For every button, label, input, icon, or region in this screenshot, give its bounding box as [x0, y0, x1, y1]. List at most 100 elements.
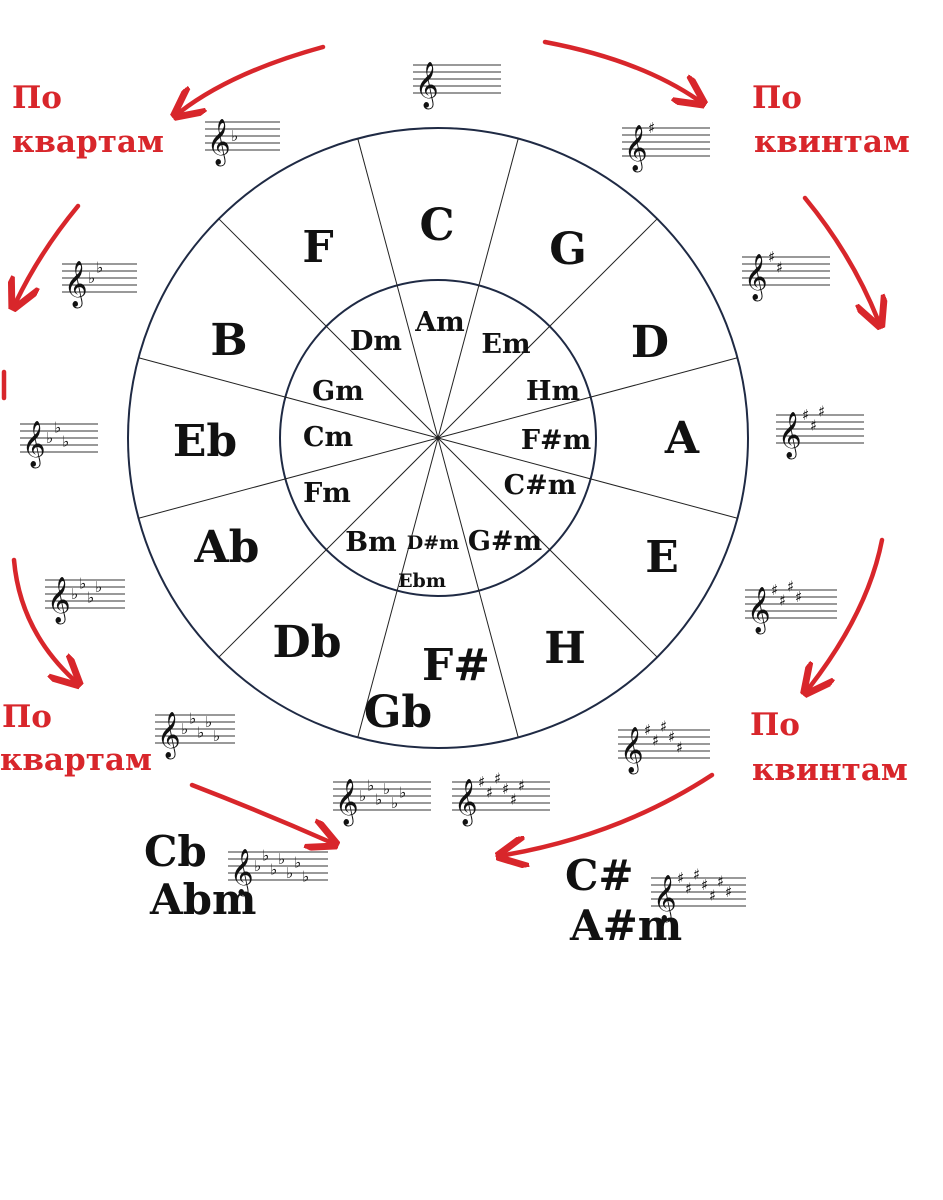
major-key-d-flat: Db — [273, 617, 342, 668]
sector-divider-line — [437, 437, 519, 738]
extra-key-c-sharp: C# — [565, 851, 634, 900]
treble-clef-icon: 𝄞 — [335, 779, 359, 827]
direction-fourths-top-line1: По — [12, 80, 62, 116]
major-key-a: A — [664, 413, 700, 464]
flat-icon: ♭ — [399, 784, 406, 802]
inner-circle — [279, 279, 597, 597]
staff-f-major: 𝄞♭ — [205, 119, 280, 167]
flat-icon: ♭ — [375, 791, 382, 809]
major-key-a-flat: Ab — [194, 522, 260, 573]
outer-circle — [127, 127, 749, 749]
sector-divider-line — [437, 437, 738, 519]
flat-icon: ♭ — [231, 127, 238, 145]
staff-b-major: 𝄞♭♭ — [62, 259, 137, 309]
sharp-icon: ♯ — [676, 739, 683, 757]
flat-icon: ♭ — [96, 259, 103, 277]
arrow-fourths-left-2 — [11, 557, 74, 680]
minor-key-g-sharp-m: G#m — [468, 526, 542, 557]
flat-icon: ♭ — [286, 864, 293, 882]
treble-clef-icon: 𝄞 — [157, 712, 181, 760]
flat-icon: ♭ — [359, 787, 366, 805]
minor-key-dm: Dm — [350, 326, 402, 357]
staff-c-flat-major: 𝄞♭♭♭♭♭♭♭ — [228, 847, 328, 897]
staff-c-major: 𝄞 — [413, 62, 501, 110]
staff-d-flat-major: 𝄞♭♭♭♭♭ — [155, 710, 235, 760]
arrow-fifths-bottom — [505, 772, 715, 855]
sharp-icon: ♯ — [725, 883, 732, 901]
flat-icon: ♭ — [87, 589, 94, 607]
treble-clef-icon: 𝄞 — [230, 849, 254, 897]
flat-icon: ♭ — [197, 724, 204, 742]
major-key-b: B — [210, 315, 247, 366]
sharp-icon: ♯ — [810, 417, 817, 435]
extra-key-a-flat-m: Abm — [149, 875, 256, 924]
sharp-icon: ♯ — [644, 721, 651, 739]
major-key-g-flat: Gb — [364, 687, 432, 738]
treble-clef-icon: 𝄞 — [207, 119, 231, 167]
sharp-icon: ♯ — [693, 866, 700, 884]
minor-key-am: Am — [414, 307, 465, 338]
staff-h-major: 𝄞♯♯♯♯♯ — [618, 718, 710, 775]
sharp-icon: ♯ — [502, 780, 509, 798]
flat-icon: ♭ — [62, 433, 69, 451]
direction-fourths-bottom-line2: квартам — [0, 742, 152, 778]
flat-icon: ♭ — [205, 713, 212, 731]
sector-divider-line — [218, 218, 439, 439]
sharp-icon: ♯ — [494, 770, 501, 788]
flat-icon: ♭ — [270, 861, 277, 879]
minor-key-c-sharp-m: C#m — [504, 470, 577, 501]
sector-divider-line — [218, 437, 439, 658]
staff-a-major: 𝄞♯♯♯ — [776, 403, 864, 460]
treble-clef-icon: 𝄞 — [64, 261, 88, 309]
flat-icon: ♭ — [383, 780, 390, 798]
sector-divider-line — [437, 437, 658, 658]
direction-fifths-top-line1: По — [752, 80, 802, 116]
minor-key-fm: Fm — [303, 478, 351, 509]
sector-divider-line — [437, 218, 658, 439]
major-key-e: E — [645, 532, 679, 583]
sharp-icon: ♯ — [510, 791, 517, 809]
sharp-icon: ♯ — [787, 578, 794, 596]
direction-fourths-top-line2: квартам — [12, 124, 164, 160]
treble-clef-icon: 𝄞 — [454, 779, 478, 827]
staff-d-major: 𝄞♯♯ — [742, 248, 830, 302]
treble-clef-icon: 𝄞 — [47, 577, 71, 625]
staff-g-major: 𝄞♯ — [622, 119, 710, 173]
sharp-icon: ♯ — [768, 248, 775, 266]
treble-clef-icon: 𝄞 — [747, 587, 771, 635]
minor-key-e-flat-m: Ebm — [398, 570, 446, 592]
minor-key-bm: Bm — [345, 527, 396, 558]
arrows — [1, 39, 882, 855]
minor-key-em: Em — [481, 329, 530, 360]
extra-key-c-flat: Cb — [144, 827, 207, 876]
staff-e-flat-major: 𝄞♭♭♭ — [20, 419, 98, 469]
sharp-icon: ♯ — [771, 581, 778, 599]
major-key-f: F — [302, 222, 333, 273]
major-key-f-sharp: F# — [422, 640, 490, 691]
flat-icon: ♭ — [189, 710, 196, 728]
major-key-d: D — [631, 317, 669, 368]
direction-fifths-bottom-line1: По — [750, 707, 800, 743]
arrow-fifths-right-1 — [802, 195, 878, 320]
sector-divider-line — [357, 437, 439, 738]
flat-icon: ♭ — [71, 585, 78, 603]
sharp-icon: ♯ — [648, 119, 655, 137]
minor-key-hm: Hm — [526, 376, 580, 407]
major-key-g: G — [549, 224, 587, 275]
flat-icon: ♭ — [302, 868, 309, 886]
arrow-fourths-top — [180, 44, 326, 112]
treble-clef-icon: 𝄞 — [653, 875, 677, 923]
staff-f-sharp-major: 𝄞♯♯♯♯♯♯ — [452, 770, 550, 827]
flat-icon: ♭ — [79, 575, 86, 593]
sharp-icon: ♯ — [795, 588, 802, 606]
treble-clef-icon: 𝄞 — [624, 125, 648, 173]
flat-icon: ♭ — [88, 269, 95, 287]
flat-icon: ♭ — [46, 429, 53, 447]
staff-a-flat-major: 𝄞♭♭♭♭ — [45, 575, 125, 625]
arrow-fifths-top — [542, 39, 698, 100]
sharp-icon: ♯ — [660, 718, 667, 736]
major-key-h: H — [544, 623, 586, 674]
treble-clef-icon: 𝄞 — [22, 421, 46, 469]
sharp-icon: ♯ — [717, 873, 724, 891]
